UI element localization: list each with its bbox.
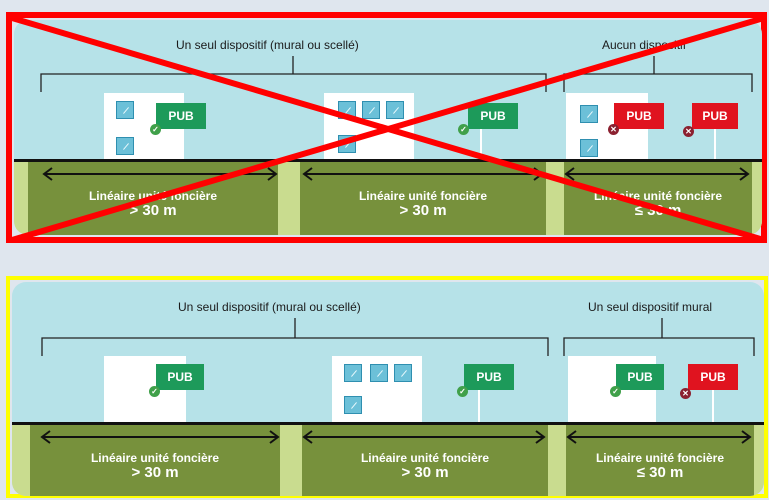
parcel-label-text: Linéaire unité foncière [595, 451, 725, 465]
street-line [12, 422, 764, 425]
street-line [14, 159, 762, 162]
parcel-label-text: Linéaire unité foncière [360, 451, 490, 465]
diagram-panel-correct: Un seul dispositif (mural ou scellé) Un … [12, 282, 764, 496]
parcel-length: > 30 m [401, 464, 449, 481]
sign-post [478, 390, 480, 424]
window [344, 396, 362, 414]
parcel-label-text: Linéaire unité foncière [358, 189, 488, 203]
window [116, 101, 134, 119]
cross-icon: ✕ [680, 388, 691, 399]
pub-sign-forbidden: PUB [614, 103, 664, 129]
building [332, 356, 422, 424]
parcel-label: Linéaire unité foncière ≤ 30 m [566, 451, 754, 481]
label-single-device: Un seul dispositif (mural ou scellé) [176, 38, 359, 52]
pub-sign-allowed: PUB [468, 103, 518, 129]
parcel-label: Linéaire unité foncière > 30 m [30, 451, 280, 481]
parcel-label-text: Linéaire unité foncière [90, 451, 220, 465]
highlight-frame [6, 276, 768, 498]
check-icon: ✓ [610, 386, 621, 397]
parcel-length: > 30 m [131, 464, 179, 481]
label-single-device: Un seul dispositif (mural ou scellé) [178, 300, 361, 314]
window [362, 101, 380, 119]
verge [14, 161, 28, 235]
verge [278, 161, 300, 235]
window [394, 364, 412, 382]
verge [548, 424, 566, 496]
verge [754, 424, 764, 496]
window [344, 364, 362, 382]
pub-sign-forbidden: PUB [688, 364, 738, 390]
dimension-arrows [40, 430, 752, 444]
window [580, 139, 598, 157]
verge [12, 424, 30, 496]
diagram-panel-incorrect: Un seul dispositif (mural ou scellé) Auc… [14, 20, 762, 235]
cross-icon: ✕ [683, 126, 694, 137]
crossed-out-frame [6, 12, 767, 243]
cross-icon: ✕ [608, 124, 619, 135]
check-icon: ✓ [458, 124, 469, 135]
parcel-label: Linéaire unité foncière > 30 m [300, 189, 546, 219]
label-single-wall-device: Un seul dispositif mural [588, 300, 713, 314]
parcel-length: > 30 m [129, 202, 177, 219]
check-icon: ✓ [149, 386, 160, 397]
check-icon: ✓ [457, 386, 468, 397]
window [580, 105, 598, 123]
pub-sign-allowed: PUB [464, 364, 514, 390]
parcel-length: ≤ 30 m [636, 464, 684, 481]
parcel-label: Linéaire unité foncière > 30 m [302, 451, 548, 481]
sign-post [480, 129, 482, 161]
sign-post [712, 390, 714, 424]
sign-post [714, 129, 716, 161]
pub-sign-allowed: PUB [156, 103, 206, 129]
pub-sign-allowed: PUB [156, 364, 204, 390]
window [116, 137, 134, 155]
check-icon: ✓ [150, 124, 161, 135]
window [370, 364, 388, 382]
window [386, 101, 404, 119]
pub-sign-forbidden: PUB [692, 103, 738, 129]
verge [280, 424, 302, 496]
pub-sign-allowed: PUB [616, 364, 664, 390]
brackets [41, 318, 755, 356]
parcel-length: > 30 m [399, 202, 447, 219]
verge [752, 161, 762, 235]
